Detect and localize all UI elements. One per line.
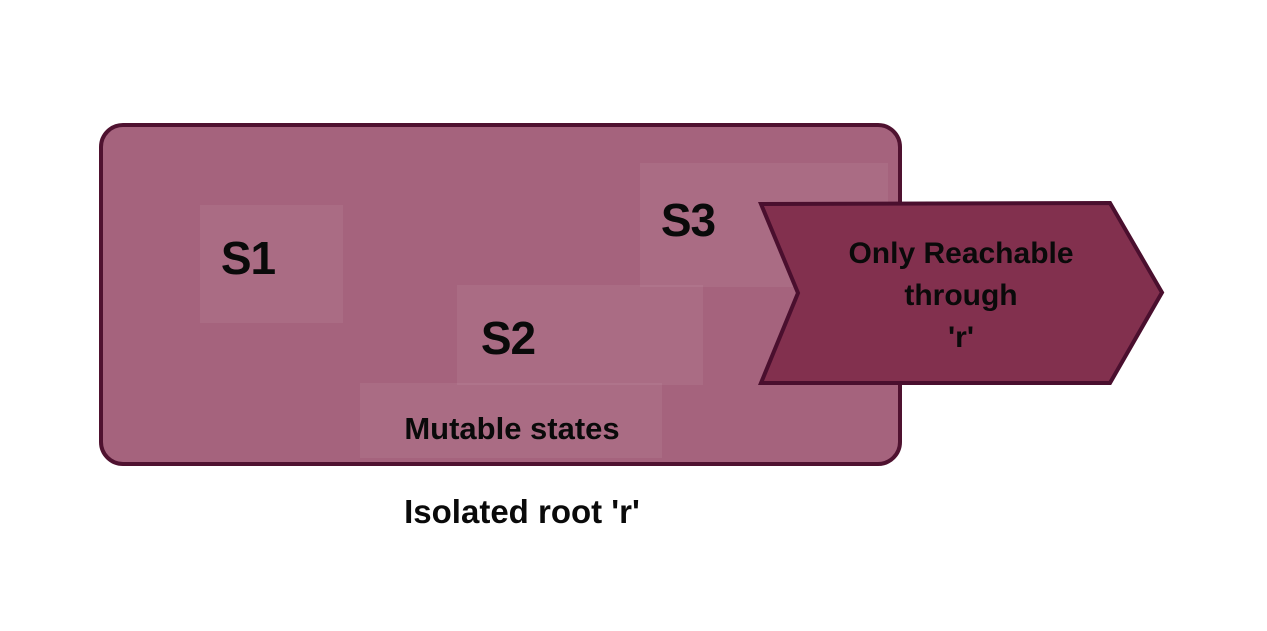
mutable-states-box [360,383,662,458]
isolated-root-container [99,123,902,466]
arrow-label-line-1: Only Reachable [848,237,1074,270]
state-s1-label: S1 [220,232,276,284]
state-s3-label: S3 [660,194,716,246]
reachable-arrow-shape [758,200,1165,385]
arrow-polygon [758,200,1165,385]
state-s2-label: S2 [480,312,536,364]
state-s2-box [457,285,703,385]
isolated-root-caption: Isolated root 'r' [404,493,640,530]
arrow-label-line-3: 'r' [948,321,974,354]
mutable-states-label: Mutable states [404,411,620,446]
state-s1-box [200,205,343,323]
reachable-arrow-label: Only Reachable through 'r' [811,233,1111,359]
arrow-label-line-2: through [904,279,1018,312]
